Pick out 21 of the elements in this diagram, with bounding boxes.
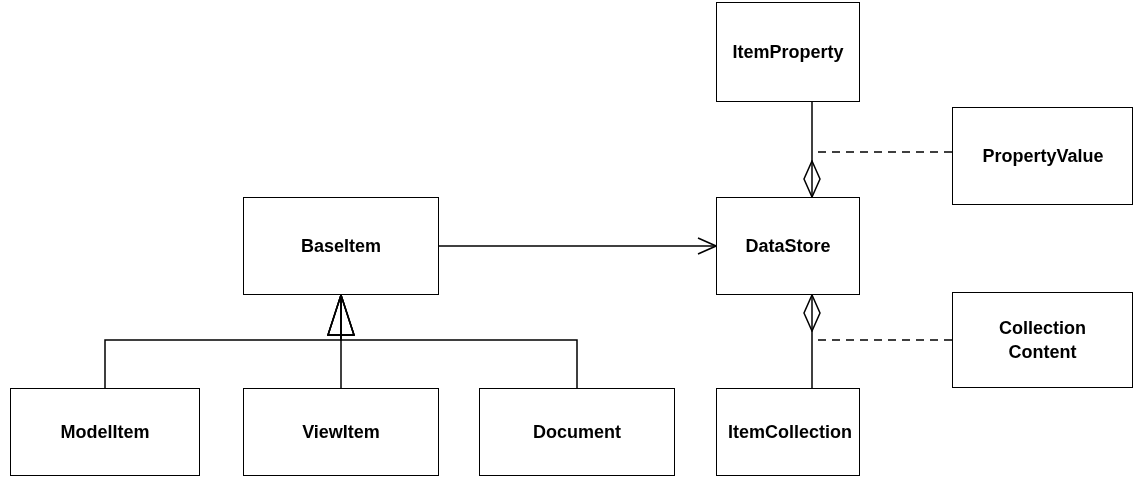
aggregation-line xyxy=(803,101,821,198)
class-name: PropertyValue xyxy=(982,144,1103,168)
class-box xyxy=(716,388,860,476)
class-name: ItemProperty xyxy=(732,40,844,64)
class-box xyxy=(479,388,675,476)
class-name: BaseItem xyxy=(300,234,381,258)
class-box xyxy=(243,388,439,476)
class-name: Document xyxy=(533,420,621,444)
class-name: ModelItem xyxy=(60,420,150,444)
class-box xyxy=(716,197,860,295)
generalization-arrow xyxy=(327,294,578,389)
class-box xyxy=(716,2,860,102)
class-name: Collection Content xyxy=(998,316,1087,364)
class-name: ViewItem xyxy=(302,420,380,444)
class-box xyxy=(952,107,1133,205)
class-box xyxy=(243,197,439,295)
class-box xyxy=(952,292,1133,388)
class-box xyxy=(10,388,200,476)
class-name: DataStore xyxy=(745,234,831,258)
aggregation-line xyxy=(803,294,821,389)
association-arrow xyxy=(438,237,717,255)
